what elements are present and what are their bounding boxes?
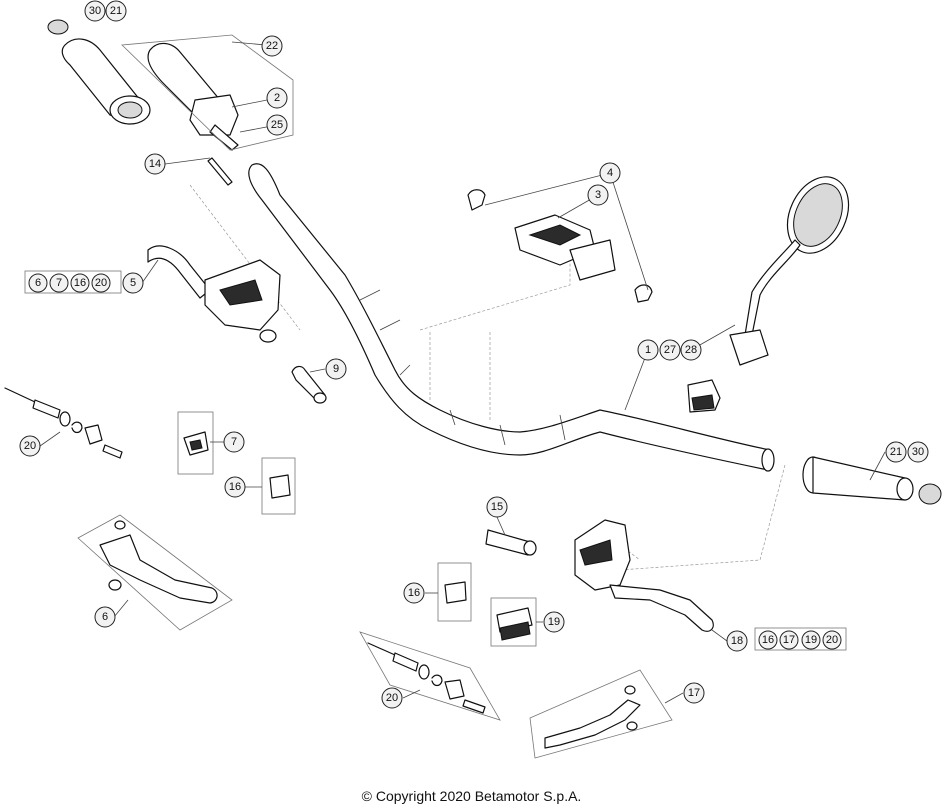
callout-16-left: 16 (70, 273, 90, 293)
svg-text:4: 4 (607, 167, 613, 179)
callout-6-left: 6 (28, 273, 48, 293)
callout-25: 25 (266, 114, 288, 136)
callout-22: 22 (261, 35, 283, 57)
callout-20-right-group: 20 (822, 630, 842, 650)
svg-text:21: 21 (110, 5, 122, 17)
svg-text:27: 27 (664, 344, 676, 356)
svg-text:16: 16 (74, 277, 86, 289)
right-master-cylinder (485, 519, 714, 632)
copyright-text: © Copyright 2020 Betamotor S.p.A. (361, 788, 582, 804)
svg-text:20: 20 (386, 692, 398, 704)
svg-text:3: 3 (595, 189, 601, 201)
callout-30-left: 30 (84, 0, 106, 22)
callout-15: 15 (486, 496, 508, 518)
callout-19-right-group: 19 (801, 630, 821, 650)
callout-20-right-kit: 20 (381, 687, 403, 709)
svg-text:20: 20 (95, 277, 107, 289)
svg-text:25: 25 (271, 119, 283, 131)
svg-text:17: 17 (688, 687, 700, 699)
svg-text:22: 22 (266, 40, 278, 52)
callout-20-left: 20 (91, 273, 111, 293)
left-grip (47, 19, 151, 125)
callout-4: 4 (599, 162, 621, 184)
switch (687, 379, 721, 413)
callout-20-left-kit: 20 (19, 435, 41, 457)
svg-text:28: 28 (685, 344, 697, 356)
callout-21-right: 21 (885, 441, 907, 463)
callout-9: 9 (325, 358, 347, 380)
small-parts (183, 431, 533, 641)
svg-text:9: 9 (333, 363, 339, 375)
callout-2: 2 (266, 87, 288, 109)
leader-lines (39, 41, 886, 704)
svg-text:18: 18 (731, 635, 743, 647)
callout-18: 18 (726, 630, 748, 652)
callout-3: 3 (587, 184, 609, 206)
callout-7: 7 (223, 431, 245, 453)
svg-text:2: 2 (274, 92, 280, 104)
brake-lever (544, 685, 641, 749)
callout-21-left: 21 (105, 0, 127, 22)
handlebar (248, 163, 775, 472)
svg-text:19: 19 (548, 616, 560, 628)
callout-16-right-group: 16 (758, 630, 778, 650)
right-grip (802, 456, 942, 505)
assembly-guide-lines (189, 184, 786, 571)
svg-text:14: 14 (149, 158, 161, 170)
svg-text:30: 30 (912, 446, 924, 458)
left-master-cylinder (147, 245, 281, 343)
callout-5: 5 (122, 272, 144, 294)
svg-text:21: 21 (890, 446, 902, 458)
svg-text:30: 30 (89, 5, 101, 17)
svg-text:20: 20 (24, 440, 36, 452)
callout-14: 14 (144, 153, 166, 175)
callout-16-right: 16 (403, 582, 425, 604)
mirror (729, 176, 850, 366)
svg-text:17: 17 (783, 634, 795, 646)
callout-6: 6 (94, 606, 116, 628)
svg-text:7: 7 (56, 277, 62, 289)
svg-text:1: 1 (645, 344, 651, 356)
group-boxes (24, 34, 847, 759)
callout-19: 19 (543, 611, 565, 633)
plunger (291, 365, 327, 404)
clutch-lever (99, 520, 218, 604)
piston-kit-right (367, 642, 486, 714)
svg-text:7: 7 (231, 436, 237, 448)
svg-text:16: 16 (229, 481, 241, 493)
callout-16: 16 (224, 476, 246, 498)
piston-kit-left (4, 387, 123, 459)
pin (207, 157, 233, 186)
throttle-grip (147, 42, 239, 151)
svg-text:15: 15 (491, 501, 503, 513)
callout-17-right-group: 17 (779, 630, 799, 650)
handlebar-clamp (467, 189, 653, 303)
callout-1: 1 (637, 339, 659, 361)
svg-text:19: 19 (805, 634, 817, 646)
svg-text:16: 16 (762, 634, 774, 646)
callout-27: 27 (659, 339, 681, 361)
svg-text:5: 5 (130, 277, 136, 289)
svg-text:20: 20 (826, 634, 838, 646)
svg-text:6: 6 (102, 611, 108, 623)
callout-28: 28 (680, 339, 702, 361)
svg-text:6: 6 (35, 277, 41, 289)
callout-17: 17 (683, 682, 705, 704)
svg-text:16: 16 (408, 587, 420, 599)
callout-7-left: 7 (49, 273, 69, 293)
callout-30-right: 30 (907, 441, 929, 463)
